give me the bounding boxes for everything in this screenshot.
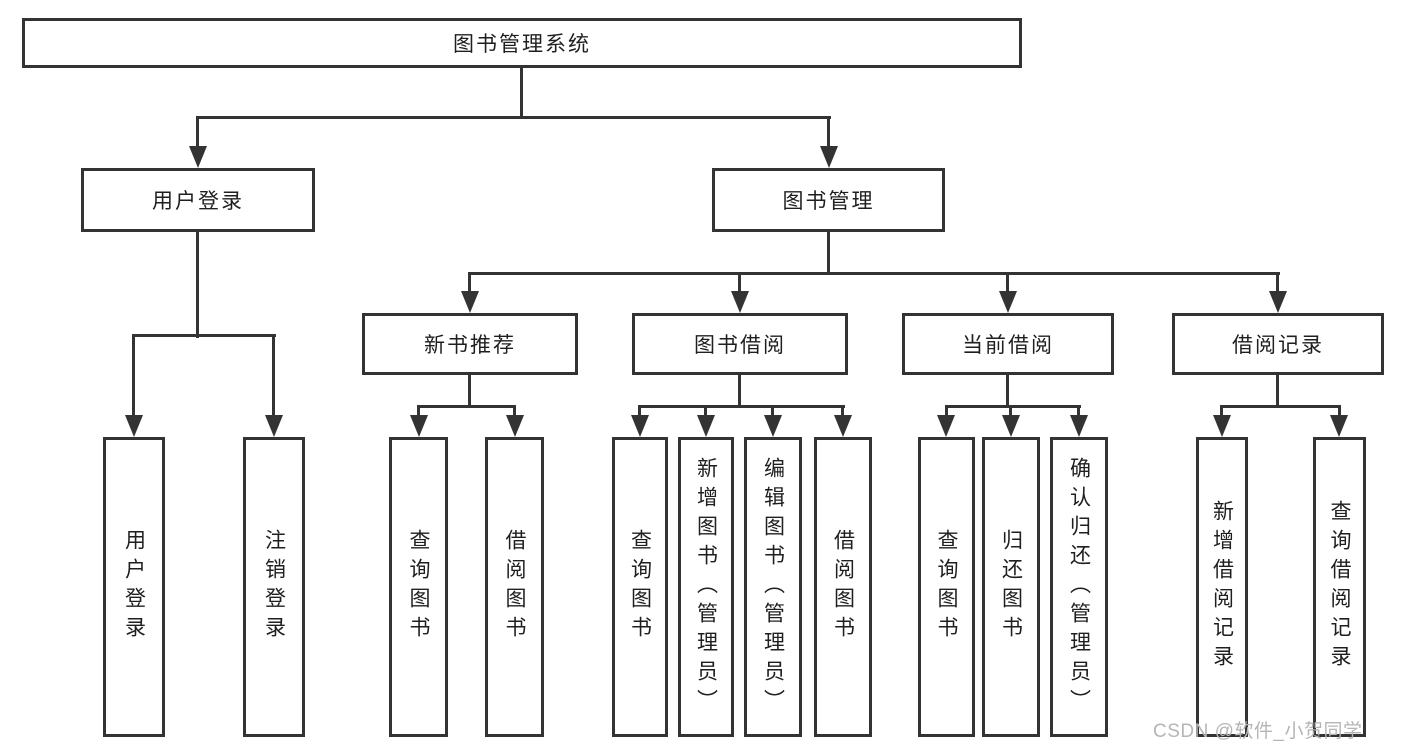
- arrow-down-icon: [125, 415, 143, 437]
- connector-line: [417, 405, 516, 408]
- connector-line: [841, 405, 844, 417]
- node-leaf-user-login: 用户登录: [103, 437, 165, 737]
- connector-line: [1220, 405, 1341, 408]
- connector-line: [1338, 405, 1341, 417]
- arrow-down-icon: [1213, 415, 1231, 437]
- connector-line: [945, 405, 1081, 408]
- node-new-book-recommend: 新书推荐: [362, 313, 578, 375]
- node-label: 用户登录: [122, 529, 146, 645]
- node-leaf-recommend-borrow-books: 借阅图书: [485, 437, 544, 737]
- node-leaf-records-add-record: 新增借阅记录: [1196, 437, 1248, 737]
- arrow-down-icon: [189, 146, 207, 168]
- node-leaf-recommend-query-books: 查询图书: [389, 437, 448, 737]
- connector-line: [272, 334, 275, 415]
- arrow-down-icon: [461, 291, 479, 313]
- node-leaf-borrowing-add-books-admin: 新增图书（管理员）: [678, 437, 734, 737]
- connector-line: [1276, 373, 1279, 408]
- node-current-borrowing: 当前借阅: [902, 313, 1114, 375]
- node-label: 新增借阅记录: [1210, 500, 1234, 674]
- node-library-management-system: 图书管理系统: [22, 18, 1022, 68]
- connector-line: [638, 405, 641, 417]
- connector-line: [468, 272, 1280, 275]
- node-label: 借阅图书: [503, 529, 526, 645]
- connector-line: [417, 405, 420, 417]
- node-book-borrowing: 图书借阅: [632, 313, 848, 375]
- arrow-down-icon: [1002, 415, 1020, 437]
- arrow-down-icon: [731, 291, 749, 313]
- arrow-down-icon: [764, 415, 782, 437]
- connector-line: [827, 230, 830, 275]
- node-book-management: 图书管理: [712, 168, 945, 232]
- node-label: 注销登录: [262, 529, 286, 645]
- node-label: 新增图书（管理员）: [694, 456, 718, 718]
- node-leaf-current-query-books: 查询图书: [918, 437, 975, 737]
- node-leaf-borrowing-edit-books-admin: 编辑图书（管理员）: [744, 437, 802, 737]
- connector-line: [132, 334, 276, 337]
- connector-line: [704, 405, 707, 417]
- arrow-down-icon: [506, 415, 524, 437]
- node-label: 借阅图书: [831, 529, 855, 645]
- arrow-down-icon: [834, 415, 852, 437]
- node-label: 归还图书: [999, 529, 1023, 645]
- connector-line: [1009, 405, 1012, 417]
- arrow-down-icon: [1070, 415, 1088, 437]
- arrow-down-icon: [937, 415, 955, 437]
- node-leaf-borrowing-borrow-books: 借阅图书: [814, 437, 872, 737]
- connector-line: [638, 405, 845, 408]
- connector-line: [738, 272, 741, 293]
- connector-line: [520, 65, 523, 118]
- arrow-down-icon: [631, 415, 649, 437]
- connector-line: [1006, 373, 1009, 408]
- arrow-down-icon: [1330, 415, 1348, 437]
- arrow-down-icon: [697, 415, 715, 437]
- connector-line: [513, 405, 516, 417]
- connector-line: [771, 405, 774, 417]
- connector-line: [132, 334, 135, 415]
- arrow-down-icon: [999, 291, 1017, 313]
- node-label: 查询图书: [628, 529, 652, 645]
- arrow-down-icon: [1269, 291, 1287, 313]
- node-user-login: 用户登录: [81, 168, 315, 232]
- arrow-down-icon: [265, 415, 283, 437]
- node-leaf-current-return-books: 归还图书: [982, 437, 1040, 737]
- connector-line: [1006, 272, 1009, 293]
- node-leaf-records-query-record: 查询借阅记录: [1313, 437, 1366, 737]
- connector-line: [945, 405, 948, 417]
- node-leaf-borrowing-query-books: 查询图书: [612, 437, 668, 737]
- connector-line: [1220, 405, 1223, 417]
- connector-line: [468, 272, 471, 293]
- csdn-watermark: CSDN @软件_小贺同学: [1153, 721, 1363, 742]
- connector-line: [196, 230, 199, 338]
- node-label: 确认归还（管理员）: [1067, 456, 1091, 718]
- arrow-down-icon: [410, 415, 428, 437]
- connector-line: [1077, 405, 1080, 417]
- connector-line: [196, 116, 199, 148]
- node-label: 查询图书: [935, 529, 958, 645]
- connector-line: [738, 373, 741, 408]
- node-borrow-records: 借阅记录: [1172, 313, 1384, 375]
- connector-line: [468, 373, 471, 408]
- node-label: 编辑图书（管理员）: [761, 456, 785, 718]
- node-leaf-logout: 注销登录: [243, 437, 305, 737]
- connector-line: [827, 116, 830, 148]
- node-label: 查询图书: [407, 529, 430, 645]
- node-leaf-current-confirm-return-admin: 确认归还（管理员）: [1050, 437, 1108, 737]
- connector-line: [1276, 272, 1279, 293]
- connector-line: [196, 116, 831, 119]
- arrow-down-icon: [820, 146, 838, 168]
- node-label: 查询借阅记录: [1328, 500, 1351, 674]
